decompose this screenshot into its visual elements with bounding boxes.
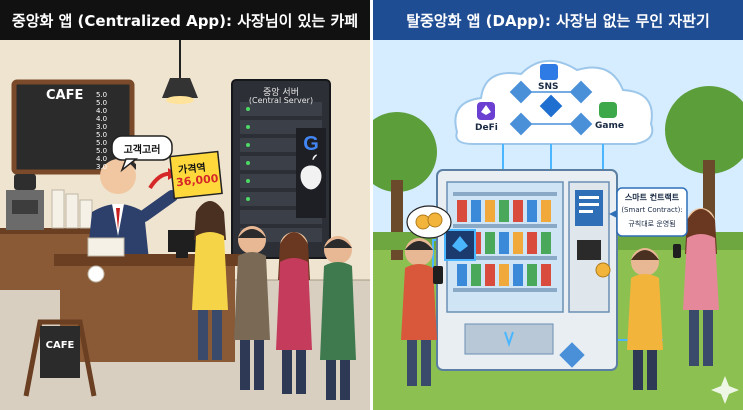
vending-scene: SNS DeFi Game 스마트 컨트랙트 (Smart Contract):… [373,40,743,410]
price-sign [169,150,223,200]
menu-price: 5.0 [96,91,108,99]
sandwich-board-sign [23,319,97,397]
menu-price: 3.0 [96,163,108,171]
cloud-label-defi: DeFi [475,123,498,133]
dispense-slot [464,323,554,355]
blockchain-cloud [454,59,654,145]
menu-board [11,79,135,175]
menu-price: 4.0 [96,107,108,115]
dapp-panel: 탈중앙화 앱 (DApp): 사장님 없는 무인 자판기 [373,0,743,410]
customer-4 [320,236,356,400]
speech-bubble [111,135,173,173]
right-panel-title: 탈중앙화 앱 (DApp): 사장님 없는 무인 자판기 [373,0,743,40]
coin-speech-bubble [406,205,452,239]
hanging-lamp-icon [162,40,198,104]
dispense-arrow-icon [504,331,514,348]
server-label-ko: 중앙 서버 [263,88,299,98]
menu-price: 5.0 [96,99,108,107]
centralized-app-panel: 중앙화 앱 (Centralized App): 사장님이 있는 카페 [0,0,370,410]
cup-stack-icon [51,189,93,229]
menu-price: 3.0 [96,123,108,131]
register-icon [168,230,196,258]
sparkle-icon [711,376,739,404]
menu-board-title: CAFE [46,88,84,103]
cloud-label-game: Game [595,121,624,131]
contract-label-rule: 규칙대로 운영됨 [628,220,676,228]
customer-left [401,238,443,386]
game-controller-icon [599,102,617,118]
server-label-en: (Central Server) [248,96,314,105]
cloud-label-sns: SNS [538,82,559,92]
customer-2 [234,226,270,390]
google-logo-icon: G [303,133,319,155]
cafe-scene: G [0,40,370,410]
sandwich-board-title: CAFE [45,340,75,351]
menu-price: 5.0 [96,131,108,139]
customer-middle [595,248,663,390]
block-cube-icon [559,342,585,368]
customer-3 [276,232,312,394]
smartphone-icon [433,266,443,284]
card-reader-icon [577,240,601,260]
receipt-paper [87,237,125,257]
ethereum-hologram-icon [444,229,476,261]
cafe-illustration: G [0,40,370,410]
menu-board-prices: 5.0 5.0 4.0 4.0 3.0 5.0 5.0 5.0 4.0 3.0 [96,91,130,171]
customer-1 [192,201,228,360]
left-panel-title: 중앙화 앱 (Centralized App): 사장님이 있는 카페 [0,0,370,40]
apple-logo-icon [300,154,322,190]
speech-bubble-text: 고객고러 [123,145,161,156]
contract-label-en: (Smart Contract): [621,206,683,214]
customer-right [673,208,719,366]
vending-machine [436,169,618,371]
menu-price: 4.0 [96,115,108,123]
contract-label-ko: 스마트 컨트랙트 [624,193,680,202]
sns-chat-icon [540,64,558,80]
smartphone-icon [673,244,681,258]
menu-price: 5.0 [96,139,108,147]
vending-illustration [373,40,743,410]
coin-icon [595,262,611,278]
menu-price: 5.0 [96,147,108,155]
coffee-cup-icon [87,265,105,283]
contract-screen-icon [575,190,603,226]
menu-price: 4.0 [96,155,108,163]
coffee-machine-icon [6,174,44,230]
